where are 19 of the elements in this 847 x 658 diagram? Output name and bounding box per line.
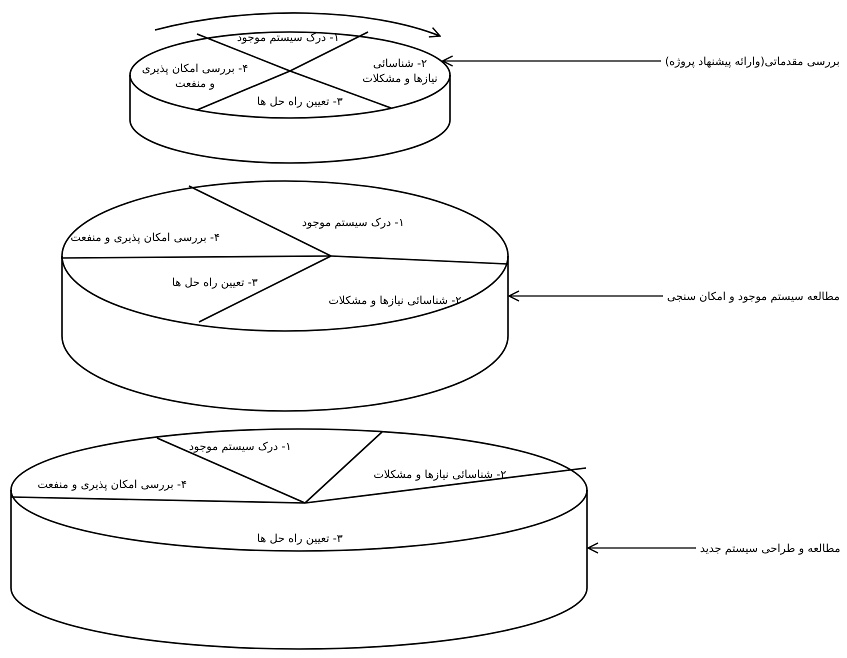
sector-label: ۴- بررسی امکان پذیری و منفعت (70, 230, 220, 244)
sector-label: ۱- درک سیستم موجود (189, 438, 292, 454)
sector-label: ۳- تعیین راه حل ها (172, 274, 258, 290)
cylinder-disc (10, 428, 588, 650)
sector-label: ۱- درک سیستم موجود (302, 214, 404, 230)
sector-label: ۳- تعیین راه حل ها (257, 530, 343, 546)
arrow (442, 55, 661, 67)
arrow (508, 290, 663, 302)
sector-label: ۲- شناسائی نیازها و مشکلات (361, 56, 439, 86)
stage-label: مطالعه و طراحی سیستم جدید (700, 540, 840, 556)
sector-label: ۳- تعیین راه حل ها (257, 94, 343, 108)
cylinder-disc (129, 31, 451, 164)
sector-label: ۴- بررسی امکان پذیری و منفعت (141, 61, 249, 91)
stage-label: مطالعه سیستم موجود و امکان سنجی (667, 288, 840, 304)
sector-label: ۴- بررسی امکان پذیری و منفعت (38, 476, 187, 492)
sector-label: ۲- شناسائی نیازها و مشکلات (374, 466, 506, 482)
stage-label: بررسی مقدماتی(وارائه پیشنهاد پروژه) (665, 54, 840, 68)
cylinder-disc (61, 180, 509, 412)
arrow (587, 542, 696, 554)
